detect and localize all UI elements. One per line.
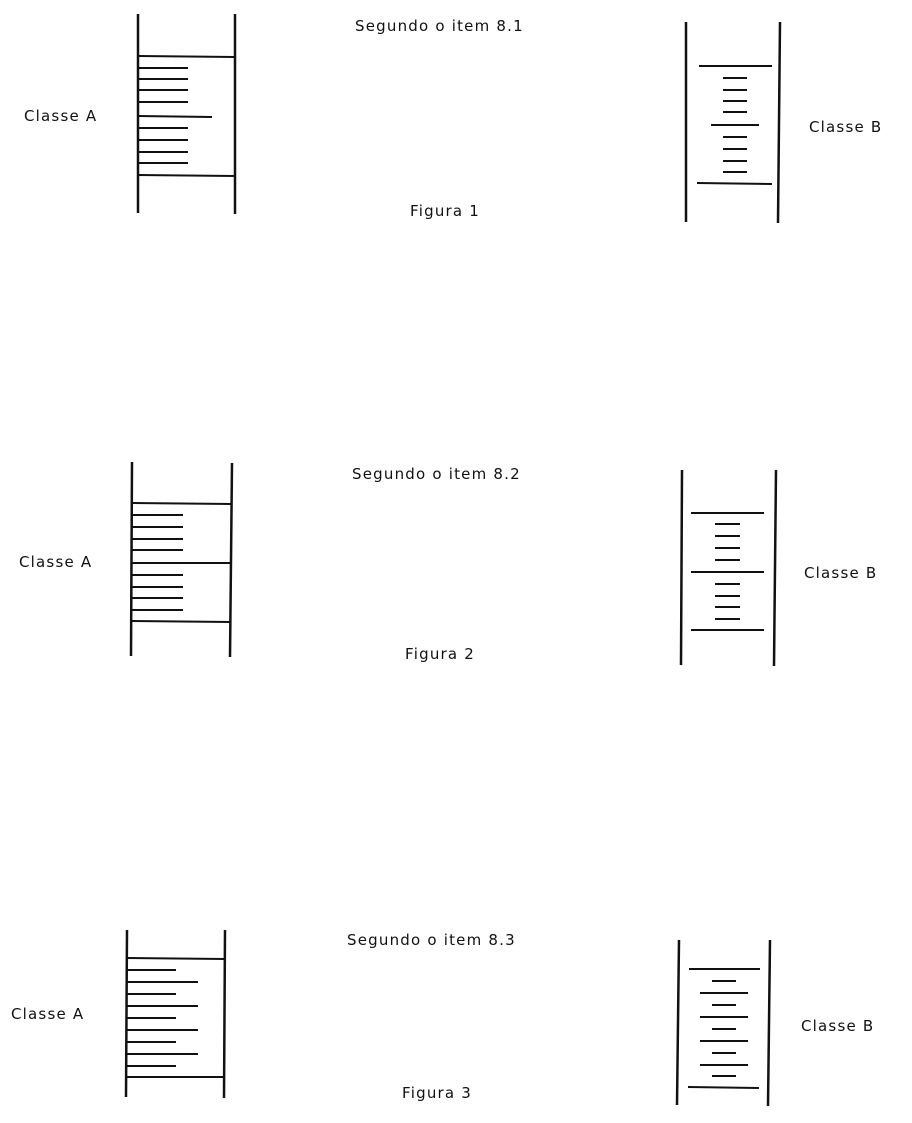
tube-wall [228, 462, 234, 658]
tube-wall [222, 929, 227, 1099]
tube-wall [129, 461, 134, 657]
figure-2-class-b-tube [679, 469, 778, 667]
figure-3-class-b-tube [675, 939, 772, 1107]
figure-1: Segundo o item 8.1 Figura 1 Classe A Cla… [24, 14, 882, 224]
figure-1-class-b-label: Classe B [809, 118, 882, 136]
main-graduation-line [687, 1086, 760, 1089]
main-graduation-line [696, 182, 773, 185]
main-graduation-line [131, 502, 233, 505]
main-graduation-line [126, 957, 226, 960]
tube-wall [776, 21, 782, 224]
main-graduation-line [137, 55, 236, 58]
figure-2-caption: Figura 2 [405, 645, 475, 663]
figure-3-caption: Figura 3 [402, 1084, 472, 1102]
graduation-mark-long [137, 115, 213, 118]
figure-3: Segundo o item 8.3 Figura 3 Classe A Cla… [11, 929, 874, 1107]
tube-wall [679, 469, 684, 666]
figure-3-item-text: Segundo o item 8.3 [347, 931, 516, 949]
figure-2-item-text: Segundo o item 8.2 [352, 465, 521, 483]
figure-3-class-a-label: Classe A [11, 1005, 84, 1023]
tube-wall [124, 929, 129, 1098]
figure-1-class-a-tube [136, 14, 237, 214]
figure-3-class-a-tube [124, 929, 227, 1099]
main-graduation-line [131, 620, 232, 623]
figure-2-class-a-tube [129, 461, 234, 658]
figure-1-class-a-label: Classe A [24, 107, 97, 125]
figure-2-class-b-label: Classe B [804, 564, 877, 582]
figure-1-caption: Figura 1 [410, 202, 480, 220]
figure-1-class-b-tube [684, 21, 782, 224]
tube-wall [675, 939, 681, 1106]
figure-2: Segundo o item 8.2 Figura 2 Classe A Cla… [19, 461, 877, 667]
figure-1-item-text: Segundo o item 8.1 [355, 17, 524, 35]
figure-3-class-b-label: Classe B [801, 1017, 874, 1035]
tube-wall [766, 939, 772, 1107]
tube-wall [772, 469, 778, 667]
figure-2-class-a-label: Classe A [19, 553, 92, 571]
main-graduation-line [137, 174, 236, 177]
